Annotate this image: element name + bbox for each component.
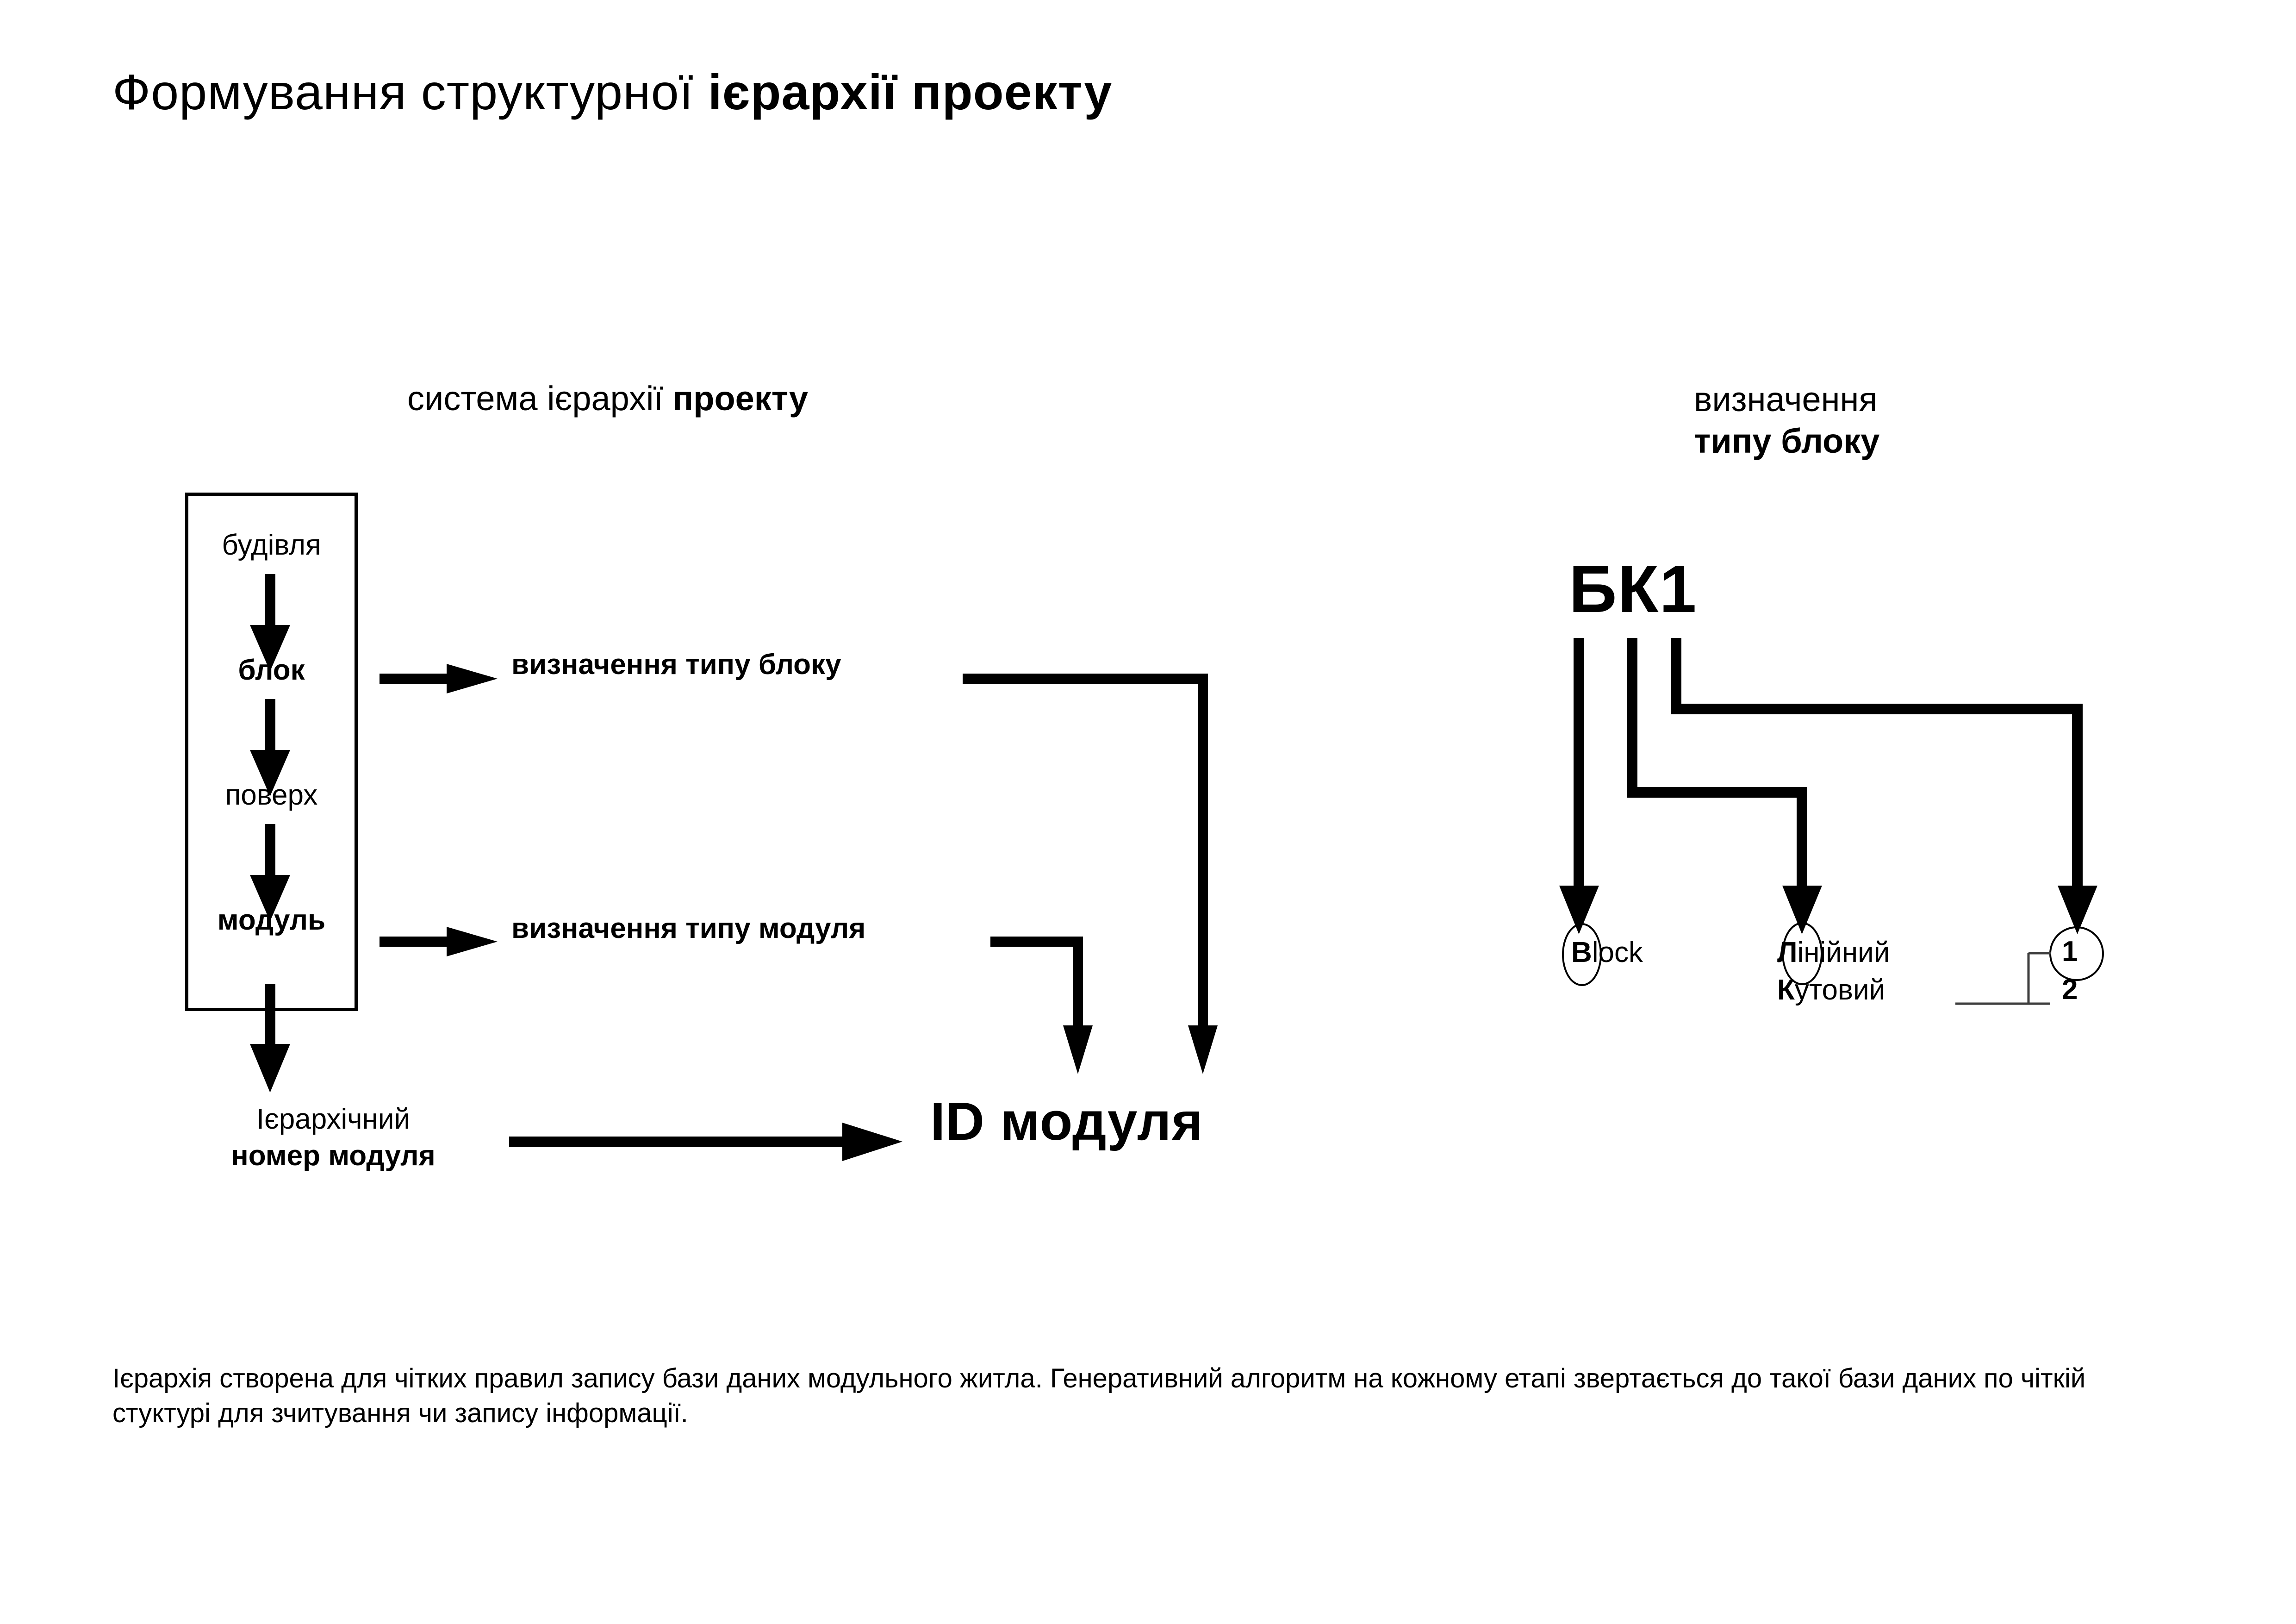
- circle-highlight-b: [1562, 923, 1602, 986]
- legend-linear-row: Лінійний: [1777, 934, 1890, 972]
- page-title-bold: ієрархії проекту: [708, 64, 1113, 120]
- connector-blocktype-to-id: [963, 674, 1218, 1074]
- connector-b-to-block: [1559, 638, 1599, 934]
- blocktype-heading-regular: визначення: [1694, 380, 1878, 418]
- chain-arrow-block-to-floor: [250, 699, 290, 796]
- bracket-corner-to-two: [1955, 952, 2051, 1005]
- chain-arrow-building-to-block: [250, 574, 290, 671]
- connector-1-to-number: [1671, 638, 2097, 934]
- legend-block-initial: B: [1571, 937, 1592, 968]
- block-code-sample: БК1: [1569, 552, 1698, 626]
- blocktype-section-heading: визначення типу блоку: [1694, 379, 1879, 462]
- arrow-block-to-blocktype: [380, 664, 498, 693]
- legend-number-one: 1: [2062, 936, 2078, 968]
- page-title-regular: Формування структурної: [112, 64, 708, 120]
- connector-moduletype-to-id: [990, 937, 1093, 1074]
- hier-number-line1: Ієрархічний: [256, 1103, 411, 1135]
- legend-block-types: Лінійний Кутовий: [1777, 934, 1890, 1009]
- arrow-number-to-id: [509, 1123, 902, 1161]
- circle-highlight-l: [1782, 922, 1823, 985]
- legend-corner-rest: утовий: [1794, 974, 1885, 1006]
- chain-item-building: будівля: [222, 529, 321, 561]
- id-module-result: ID модуля: [930, 1091, 1204, 1151]
- caption-paragraph: Ієрархія створена для чітких правил запи…: [112, 1363, 2086, 1429]
- hierarchical-module-number-label: Ієрархічний номер модуля: [185, 1101, 481, 1174]
- legend-linear-initial: Л: [1777, 937, 1798, 968]
- blocktype-heading-bold: типу блоку: [1694, 422, 1880, 461]
- hierarchy-heading-bold: проекту: [672, 379, 809, 418]
- hier-number-line2: номер модуля: [231, 1140, 436, 1172]
- hierarchy-section-heading: система ієрархії проекту: [407, 379, 808, 418]
- legend-linear-rest: інійний: [1797, 937, 1890, 968]
- label-module-type-definition: визначення типу модуля: [511, 912, 866, 944]
- chain-arrow-module-to-number: [250, 984, 290, 1093]
- chain-arrow-floor-to-module: [250, 824, 290, 921]
- label-block-type-definition: визначення типу блоку: [511, 649, 841, 681]
- arrow-module-to-moduletype: [380, 927, 498, 956]
- legend-corner-row: Кутовий: [1777, 972, 1890, 1009]
- legend-block-word: Block: [1571, 936, 1643, 969]
- connector-k-to-types: [1627, 638, 1822, 934]
- hierarchy-heading-regular: система ієрархії: [407, 379, 673, 418]
- page-title: Формування структурної ієрархії проекту: [112, 64, 1113, 120]
- circle-highlight-one: [2049, 926, 2104, 981]
